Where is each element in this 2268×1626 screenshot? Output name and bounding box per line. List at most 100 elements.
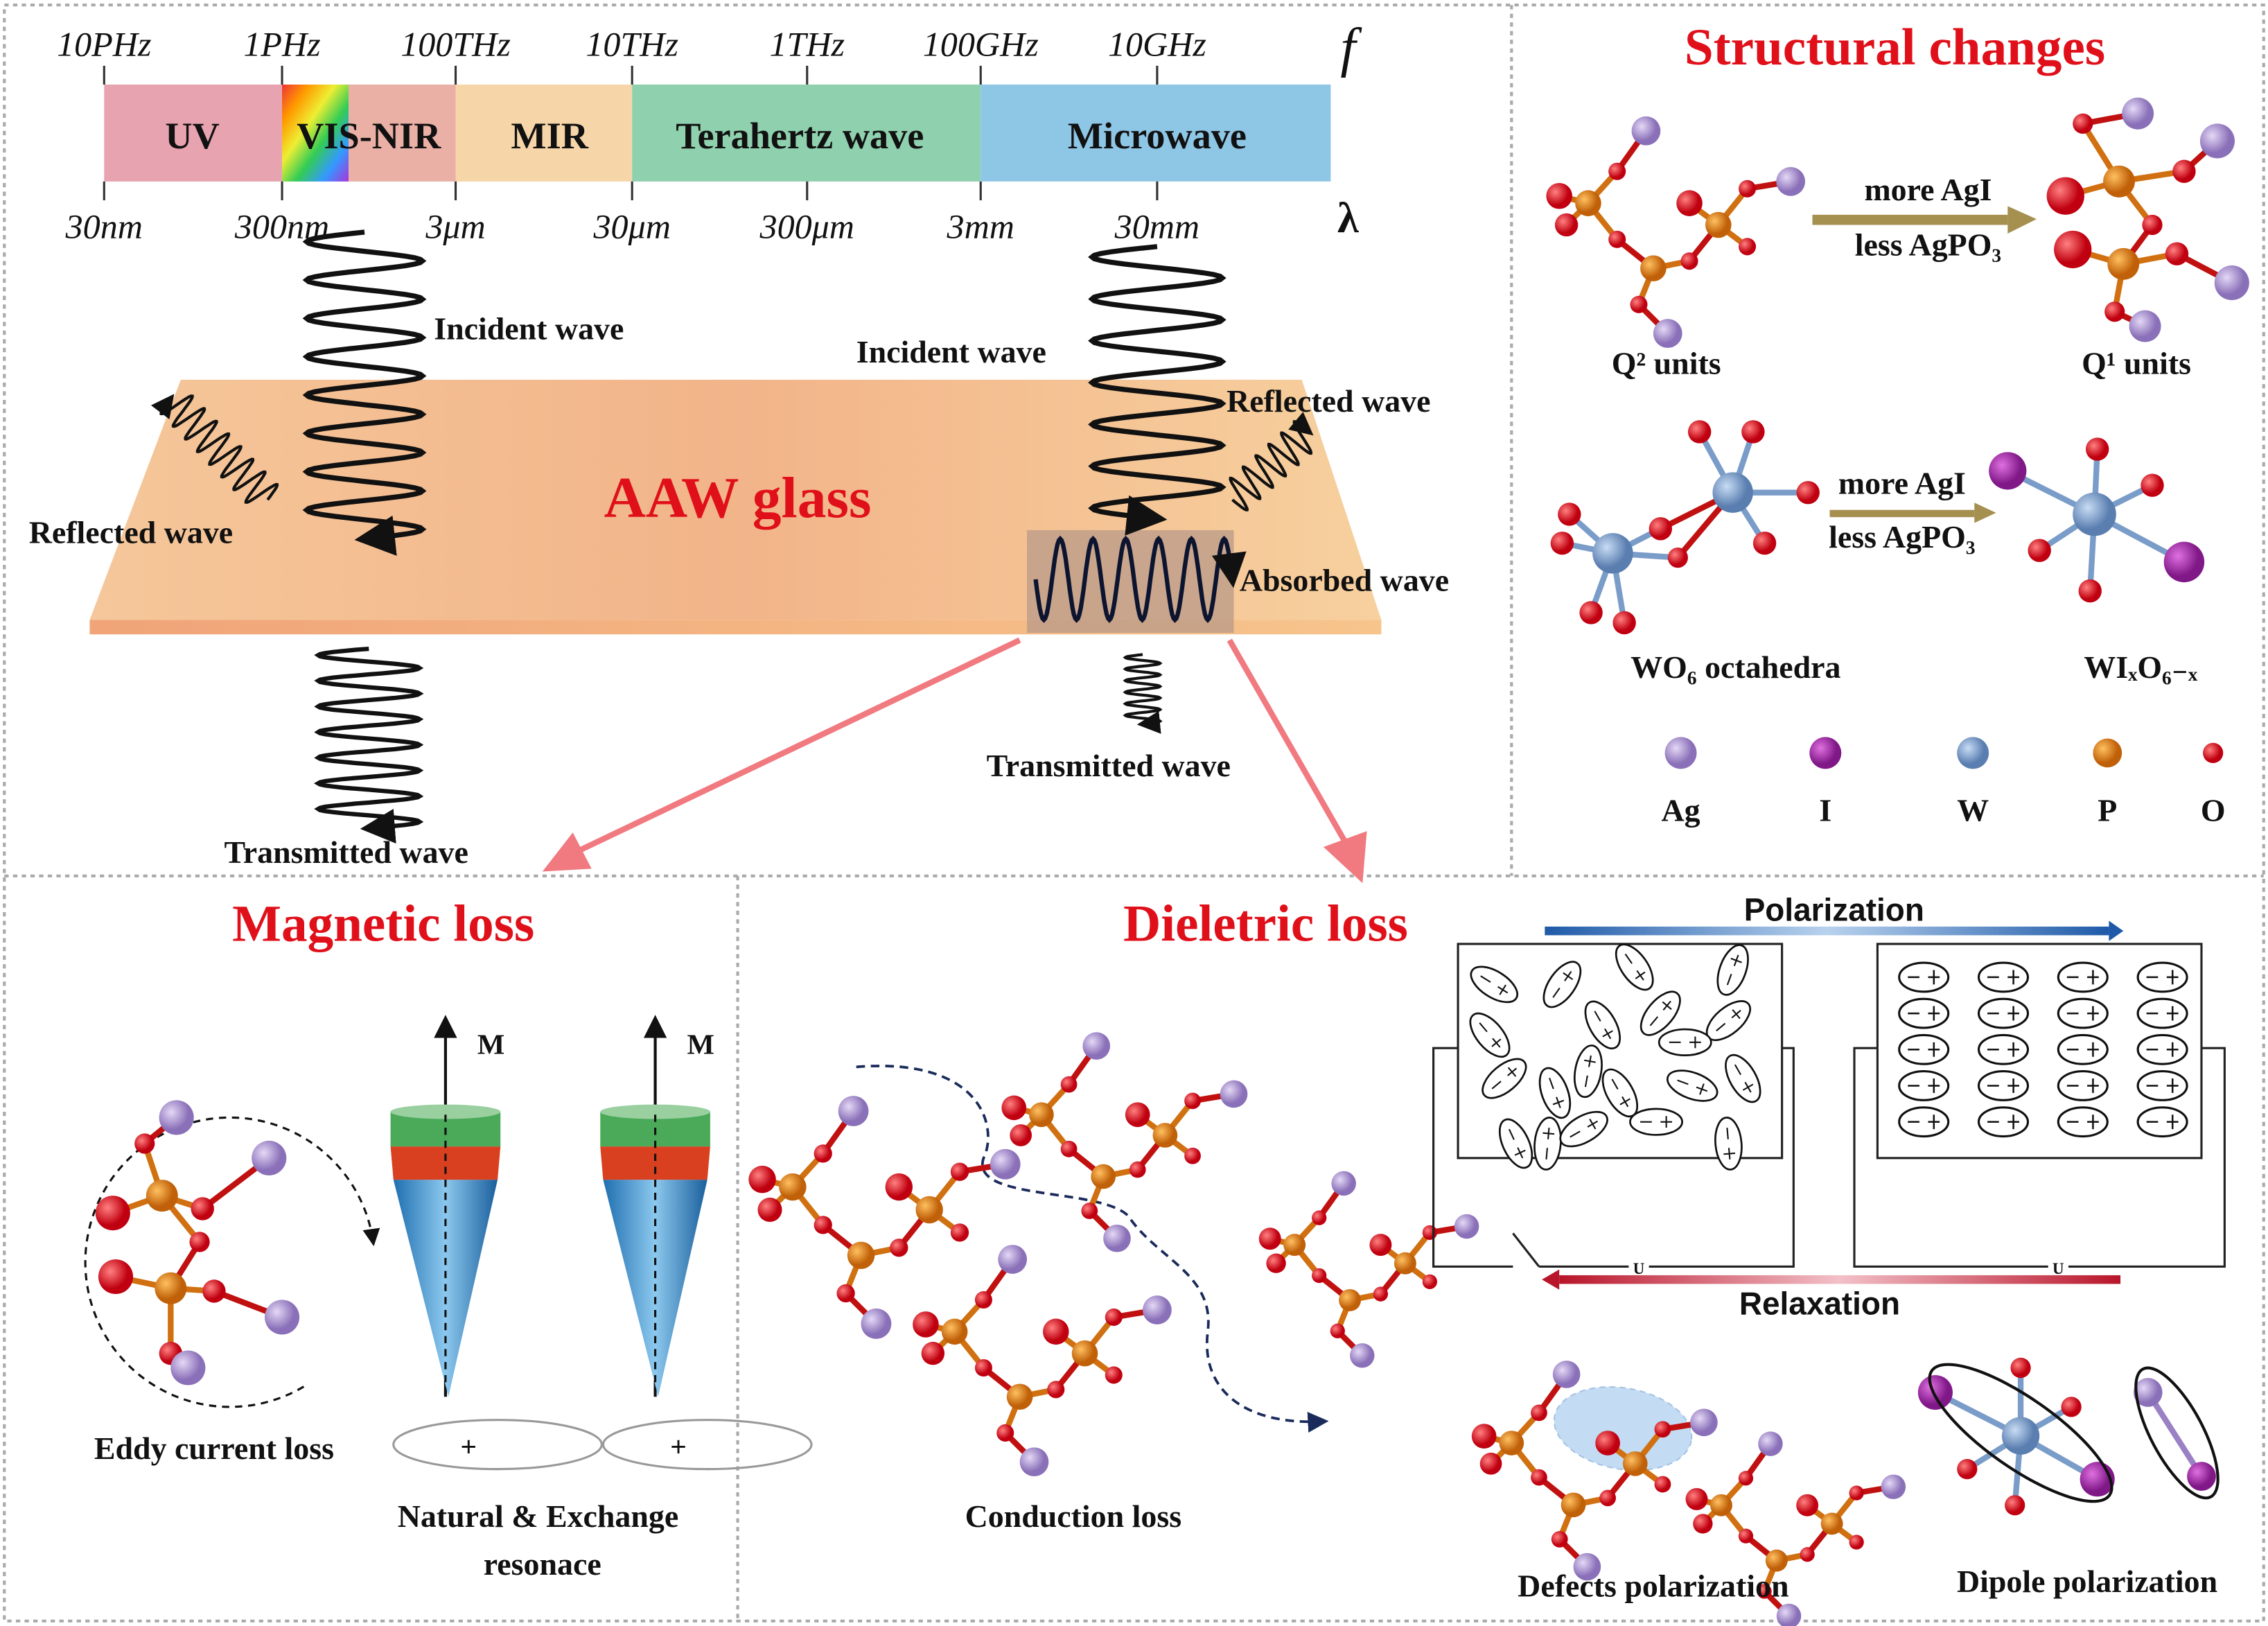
atom-o <box>1612 611 1636 635</box>
atom-p <box>915 1196 943 1224</box>
wo6-label: WO₆ octahedra <box>1630 649 1840 685</box>
defect-molecule-2 <box>1685 1431 1906 1626</box>
atom-i <box>2163 541 2205 583</box>
wavelength-tick-label: 3μm <box>425 207 485 245</box>
atom-o <box>1312 1210 1327 1225</box>
atom-o <box>2165 242 2189 265</box>
atom-p <box>779 1173 807 1201</box>
atom-p <box>1561 1492 1586 1518</box>
defect-molecule-1 <box>1471 1361 1718 1581</box>
voltage-label-left: U <box>1633 1260 1645 1277</box>
atom-o <box>202 1279 226 1303</box>
random-dipole <box>1666 1069 1718 1102</box>
freq-tick-label: 1THz <box>769 24 845 63</box>
atom-o <box>1558 502 1581 526</box>
band-vis-nir <box>349 85 456 182</box>
precession-orbit <box>392 1419 603 1471</box>
arrow1-label-bottom: less AgPO₃ <box>1855 227 2001 262</box>
atom-w <box>1712 472 1753 513</box>
atom-ag <box>1019 1447 1049 1477</box>
band-label-uv: UV <box>165 115 219 157</box>
atom-p <box>1339 1288 1362 1311</box>
atom-o <box>1685 1487 1708 1510</box>
atom-o <box>2005 1495 2025 1516</box>
atom-ag <box>1631 116 1661 146</box>
atom-p <box>2107 247 2140 280</box>
atom-ag <box>1454 1214 1479 1239</box>
legend-label-ag: Ag <box>1661 792 1700 828</box>
cone-red-band <box>390 1146 501 1180</box>
random-dipole <box>1533 1117 1562 1171</box>
atom-o <box>1471 1424 1497 1449</box>
left-incident-label: Incident wave <box>434 311 624 346</box>
atom-o <box>1312 1268 1327 1284</box>
magnetic-title: Magnetic loss <box>232 895 534 953</box>
atom-o <box>1125 1102 1150 1128</box>
atom-i <box>1917 1374 1953 1410</box>
atom-o <box>1010 1124 1032 1146</box>
atom-p <box>2093 738 2122 768</box>
wavelength-tick-label: 30μm <box>592 207 670 245</box>
atom-w <box>2001 1417 2040 1455</box>
atom-o <box>1266 1253 1286 1273</box>
atom-o <box>1531 1404 1547 1422</box>
atom-o <box>1546 182 1572 209</box>
atom-ag <box>159 1100 194 1135</box>
left-reflected-wave <box>150 394 279 504</box>
atom-o <box>98 1259 134 1295</box>
atom-o <box>1184 1147 1201 1164</box>
aligned-dipole <box>2057 997 2109 1029</box>
relaxation-label: Relaxation <box>1739 1285 1900 1321</box>
freq-tick-label: 10PHz <box>57 24 151 63</box>
spin-cone-2: M+ <box>600 1015 813 1471</box>
band-visible-rainbow <box>282 85 349 182</box>
freq-tick-label: 10THz <box>586 24 678 63</box>
atom-o <box>1687 420 1712 444</box>
atom-o <box>1738 1528 1754 1544</box>
atom-ag <box>1664 737 1697 769</box>
atom-p <box>1640 255 1667 281</box>
atom-o <box>1258 1227 1281 1250</box>
atom-w <box>2073 492 2116 536</box>
freq-tick-label: 10GHz <box>1108 24 1206 63</box>
aaw-glass-slab: AAW glass <box>89 379 1382 635</box>
atom-ag <box>1552 1361 1581 1388</box>
aligned-dipole <box>1898 1106 1950 1138</box>
aligned-dipole <box>1898 1033 1950 1065</box>
eddy-label: Eddy current loss <box>94 1431 334 1466</box>
atom-i <box>2187 1462 2216 1491</box>
atom-o <box>1599 1489 1617 1507</box>
atom-o <box>1042 1318 1069 1345</box>
atom-o <box>1630 295 1648 313</box>
atom-o <box>757 1197 782 1222</box>
atom-o <box>1550 532 1574 555</box>
atom-o <box>748 1165 776 1194</box>
right-transmitted-wave <box>1123 653 1163 734</box>
atom-o <box>2104 301 2125 322</box>
atom-ag <box>1653 319 1682 348</box>
absorbed-label: Absorbed wave <box>1240 563 1449 598</box>
random-dipole <box>1615 943 1654 991</box>
aligned-dipole <box>1898 961 1950 993</box>
atom-o <box>1752 532 1777 555</box>
atom-ag <box>170 1350 206 1385</box>
atom-i <box>1989 452 2027 490</box>
atom-o <box>1796 1494 1819 1516</box>
aligned-dipole <box>1977 997 2030 1029</box>
freq-tick-label: 100THz <box>401 24 511 63</box>
band-uv <box>104 85 283 182</box>
random-dipole <box>1629 1108 1683 1136</box>
aligned-dipole <box>1977 1106 2030 1138</box>
atom-p <box>1622 1451 1648 1476</box>
right-transmitted-label: Transmitted wave <box>987 748 1231 783</box>
atom-o <box>2073 113 2093 134</box>
aligned-dipole <box>2136 997 2188 1029</box>
atom-o <box>2028 539 2051 562</box>
freq-tick-label: 1PHz <box>243 24 320 63</box>
atom-p <box>1394 1252 1416 1275</box>
left-reflected-label: Reflected wave <box>29 515 233 550</box>
atom-p <box>1283 1234 1306 1257</box>
q1-unit-molecule <box>2046 97 2249 342</box>
atom-o <box>2085 437 2109 461</box>
